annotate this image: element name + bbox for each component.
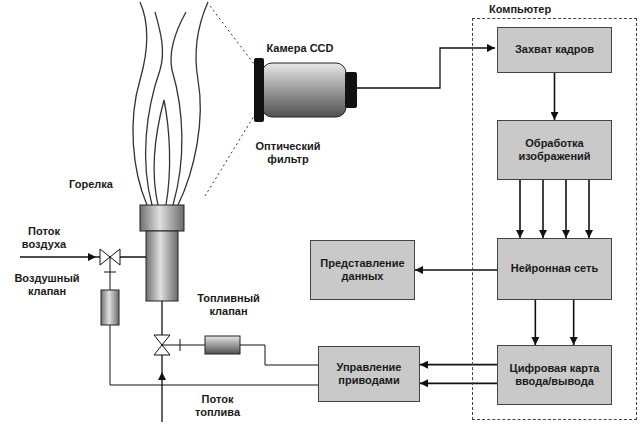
fuel-actuator <box>205 336 240 354</box>
box-label: Цифровая карта ввода/вывода <box>502 362 607 388</box>
optical-filter <box>254 58 264 122</box>
signal-arrow <box>415 269 497 271</box>
process-box: Представление данных <box>310 240 415 300</box>
burner-head <box>140 205 184 231</box>
flame-outline <box>178 2 208 205</box>
process-box: Цифровая карта ввода/вывода <box>497 345 612 405</box>
part-label: Горелка <box>56 178 126 191</box>
valve-stem <box>180 339 181 351</box>
box-label: Нейронная сеть <box>511 262 598 275</box>
signal-arrow <box>573 300 575 345</box>
valve-stem <box>110 257 111 290</box>
signal-arrow <box>420 364 497 366</box>
process-box: Нейронная сеть <box>497 238 612 300</box>
air-flow-arrow <box>20 256 96 257</box>
process-box: Управление приводами <box>318 346 420 402</box>
group-heading: Компьютер <box>487 3 553 16</box>
part-label: Поток воздуха <box>8 225 80 251</box>
air-actuator <box>101 290 119 325</box>
valve-stem <box>104 272 116 273</box>
flame <box>133 2 208 205</box>
control-wire <box>110 325 318 385</box>
box-label: Представление данных <box>315 257 410 283</box>
part-label: Топливный клапан <box>186 292 271 318</box>
signal-arrow <box>565 180 567 238</box>
flame-outline <box>133 2 147 205</box>
flame-core <box>154 100 169 205</box>
part-label: Оптический фильтр <box>248 140 328 166</box>
signal-arrow <box>588 180 590 238</box>
process-box: Обработка изображений <box>497 120 612 180</box>
part-label: Поток топлива <box>180 393 255 419</box>
signal-arrow <box>535 300 537 345</box>
valve-stem <box>162 345 205 346</box>
camera-back <box>345 72 357 108</box>
box-label: Захват кадров <box>515 43 594 56</box>
fuel-flow-arrow <box>161 372 162 422</box>
view-line <box>210 6 254 64</box>
flame-inner <box>171 12 186 205</box>
box-label: Обработка изображений <box>502 137 607 163</box>
burner-body <box>146 231 178 301</box>
control-wire <box>240 345 318 365</box>
part-label: Воздушный клапан <box>2 272 92 298</box>
signal-arrow <box>420 383 497 385</box>
video-line <box>357 48 495 88</box>
signal-arrow <box>542 180 544 238</box>
signal-arrow <box>554 73 556 120</box>
view-line <box>205 116 254 196</box>
process-box: Захват кадров <box>497 27 612 73</box>
part-label: Камера CCD <box>250 42 350 55</box>
ccd-camera <box>262 63 346 117</box>
signal-arrow <box>519 180 521 238</box>
box-label: Управление приводами <box>323 361 415 387</box>
computer-group: КомпьютерЗахват кадровОбработка изображе… <box>472 18 637 420</box>
